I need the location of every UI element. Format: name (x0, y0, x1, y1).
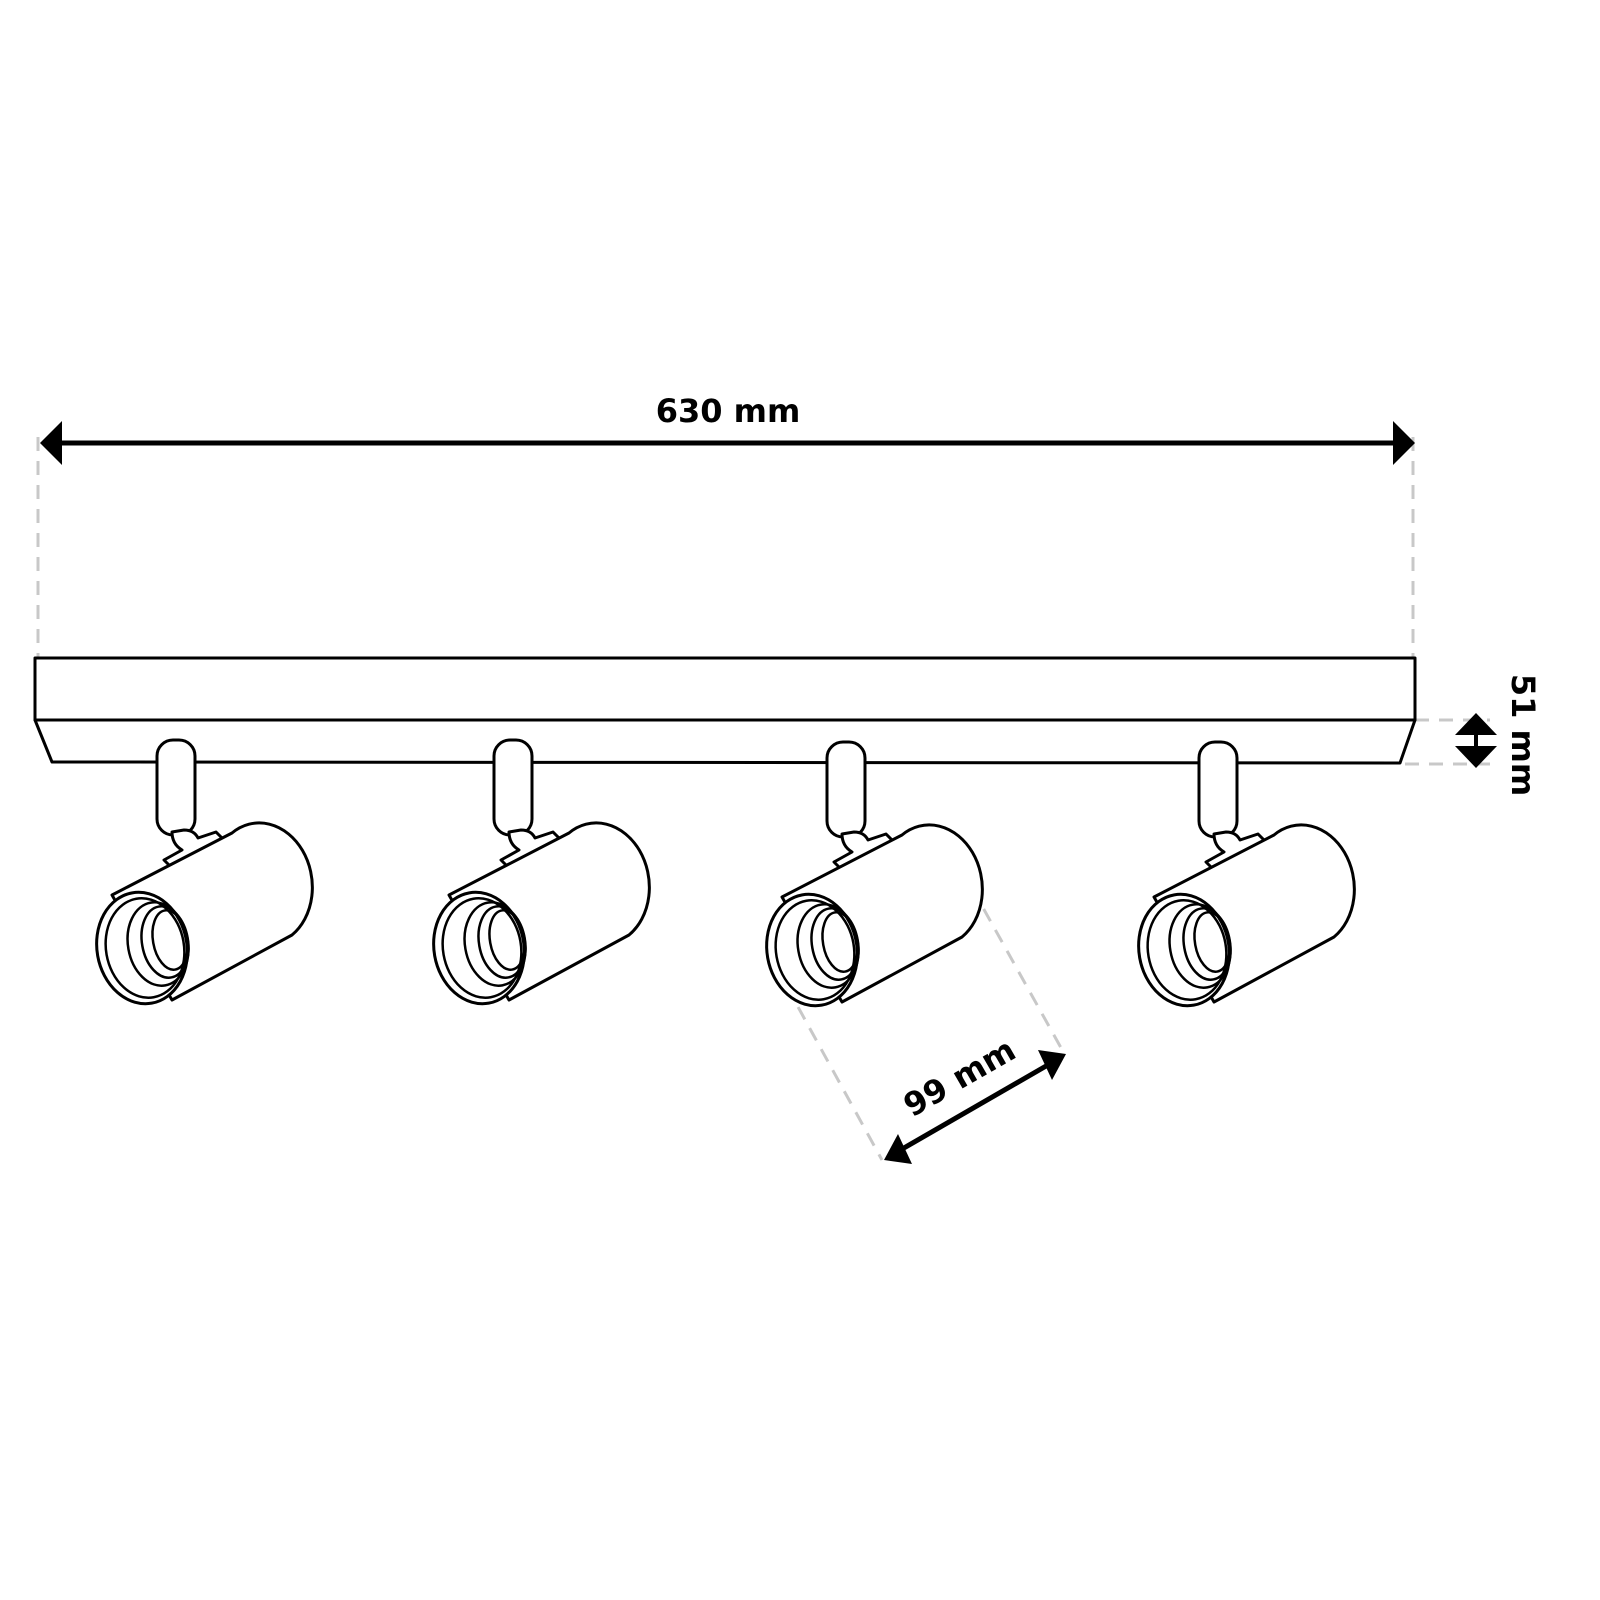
guide-spot-back (970, 887, 1067, 1056)
height-label: 51 mm (1504, 674, 1542, 796)
spotlight-2 (423, 738, 651, 1013)
ceiling-bar-top (33, 656, 1417, 722)
arrowhead-upper-right-icon (1038, 1050, 1066, 1080)
ceiling-bar-bottom (33, 718, 1417, 765)
spotlight-3 (756, 740, 984, 1015)
height-arrow (1455, 713, 1497, 768)
spot-length-arrow (884, 1050, 1066, 1164)
arrowhead-right-icon (1393, 421, 1415, 465)
arrowhead-left-icon (40, 421, 62, 465)
spotlight-1 (86, 738, 314, 1013)
spot-length-label: 99 mm (897, 1030, 1022, 1124)
length-label: 630 mm (656, 392, 801, 430)
arrowhead-lower-left-icon (884, 1134, 912, 1164)
length-arrow (40, 421, 1415, 465)
arrowhead-up-icon (1455, 713, 1497, 735)
spot-length-arrow-shaft (895, 1059, 1055, 1155)
arrowhead-down-icon (1455, 746, 1497, 768)
spotlight-4 (1128, 740, 1356, 1015)
